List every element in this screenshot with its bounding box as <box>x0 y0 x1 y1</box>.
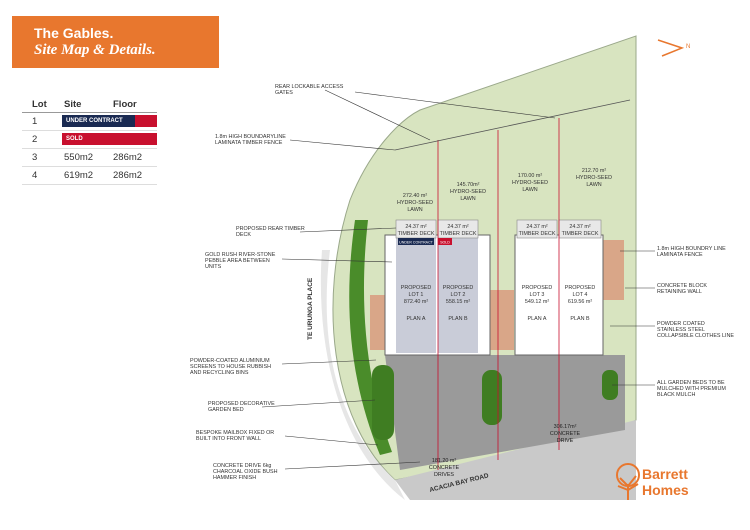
under-contract-tag-bg <box>398 238 434 245</box>
lot-number: 2 <box>32 134 38 145</box>
acacia-bay-road <box>395 420 636 500</box>
tree-canopy-icon <box>616 463 640 487</box>
title-line-2: Site Map & Details. <box>34 42 156 58</box>
river-stone-area <box>600 240 624 300</box>
tree-icon <box>617 475 639 500</box>
sold-tag-bg <box>438 238 452 245</box>
lot-table: Lot Site Floor 1 UNDER CONTRACT 2 SOLD 3… <box>22 96 157 185</box>
garden-strip <box>349 220 392 455</box>
brand-line-1: Barrett <box>642 466 688 482</box>
lot-1-shade <box>396 238 436 353</box>
lot-number: 4 <box>32 170 38 181</box>
table-row: 2 SOLD <box>22 131 157 149</box>
lot-number: 3 <box>32 152 38 163</box>
lot-number: 1 <box>32 116 38 127</box>
title-line-1: The Gables. <box>34 25 114 41</box>
garden-bed <box>602 370 618 400</box>
header-floor: Floor <box>113 99 137 110</box>
deck-lot-3 <box>516 219 558 239</box>
badge-accent <box>135 115 157 127</box>
table-row: 3 550m2 286m2 <box>22 149 157 167</box>
brand-line-2: Homes <box>642 482 689 498</box>
lot-2-shade <box>438 238 478 353</box>
sold-badge: SOLD <box>62 133 157 145</box>
te-urunga-verge <box>320 250 405 500</box>
north-arrow-icon <box>657 39 685 57</box>
concrete-drives <box>385 355 625 470</box>
barrett-homes-logo <box>616 463 640 500</box>
lot-floor: 286m2 <box>113 170 143 181</box>
garden-bed <box>372 365 394 440</box>
table-row: 1 UNDER CONTRACT <box>22 113 157 131</box>
te-urunga-place-label: TE URUNGA PLACE <box>307 277 314 340</box>
sold-tag: SOLD <box>440 241 450 245</box>
north-label: N <box>686 44 690 50</box>
under-contract-badge: UNDER CONTRACT <box>62 115 157 127</box>
river-stone-area <box>370 295 385 350</box>
brand-name: Barrett Homes <box>642 466 689 498</box>
lot-site: 550m2 <box>64 152 94 163</box>
lot-floor: 286m2 <box>113 152 143 163</box>
badge-label: UNDER CONTRACT <box>66 118 123 124</box>
lot-site: 619m2 <box>64 170 94 181</box>
under-contract-tag: UNDER CONTRACT <box>399 241 434 245</box>
river-stone-area <box>490 290 514 350</box>
leader-lines <box>261 89 655 470</box>
header-lot: Lot <box>32 99 47 110</box>
rear-fence <box>394 99 631 151</box>
lot-table-header: Lot Site Floor <box>22 96 157 113</box>
garden-bed <box>482 370 502 425</box>
title-banner: The Gables. Site Map & Details. <box>12 16 219 68</box>
table-row: 4 619m2 286m2 <box>22 167 157 185</box>
header-site: Site <box>64 99 82 110</box>
